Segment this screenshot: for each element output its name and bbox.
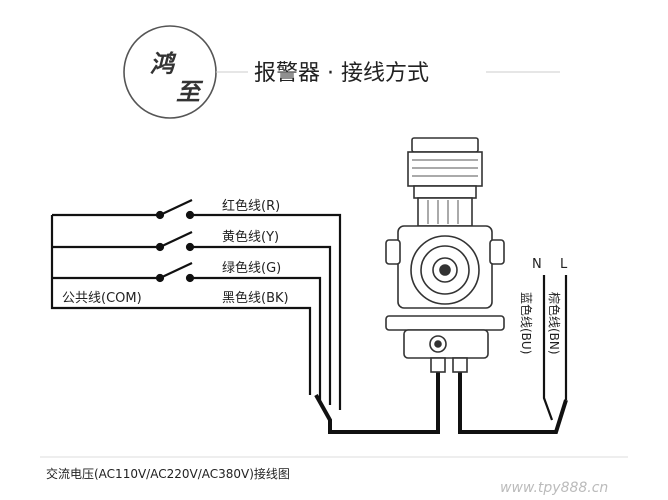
power-wires bbox=[542, 275, 568, 421]
housing-ear-left bbox=[385, 239, 401, 265]
adjust-knob-center bbox=[434, 340, 442, 348]
label-brown-wire: 棕色线(BN) bbox=[547, 292, 562, 355]
watermark: www.tpy888.cn bbox=[500, 480, 608, 496]
signal-wires bbox=[50, 213, 342, 410]
beacon-base bbox=[417, 197, 473, 227]
brand-seal: 鸿 至 bbox=[123, 25, 217, 119]
switch-green-lever bbox=[159, 262, 193, 279]
seal-char-1: 鸿 bbox=[150, 49, 177, 78]
label-n: N bbox=[532, 257, 542, 272]
label-yellow-wire: 黄色线(Y) bbox=[222, 229, 279, 245]
speaker-center bbox=[439, 264, 451, 276]
label-green-wire: 绿色线(G) bbox=[222, 260, 281, 276]
gland-right bbox=[452, 357, 468, 373]
switch-red-lever bbox=[159, 199, 193, 216]
switches bbox=[155, 199, 195, 283]
power-cable bbox=[458, 372, 568, 434]
label-common-wire: 公共线(COM) bbox=[62, 291, 142, 306]
page-title: 报警器 · 接线方式 bbox=[254, 61, 429, 86]
beacon-collar bbox=[413, 185, 477, 199]
switch-yellow-lever bbox=[159, 231, 193, 248]
diagram-caption: 交流电压(AC110V/AC220V/AC380V)接线图 bbox=[46, 466, 290, 481]
beacon-cap bbox=[411, 137, 479, 153]
gland-left bbox=[430, 357, 446, 373]
housing-ear-right bbox=[489, 239, 505, 265]
mount-plate bbox=[385, 315, 505, 331]
label-red-wire: 红色线(R) bbox=[222, 198, 280, 214]
beacon-lens bbox=[407, 151, 483, 187]
label-black-wire: 黑色线(BK) bbox=[222, 290, 289, 306]
label-l: L bbox=[560, 257, 568, 272]
alarm-device bbox=[385, 137, 505, 373]
label-blue-wire: 蓝色线(BU) bbox=[519, 292, 533, 354]
switch-yellow-contact-b bbox=[185, 242, 195, 252]
switch-green-contact-b bbox=[185, 273, 195, 283]
switch-red-contact-b bbox=[185, 210, 195, 220]
signal-cable bbox=[314, 372, 440, 434]
seal-char-2: 至 bbox=[176, 77, 204, 106]
